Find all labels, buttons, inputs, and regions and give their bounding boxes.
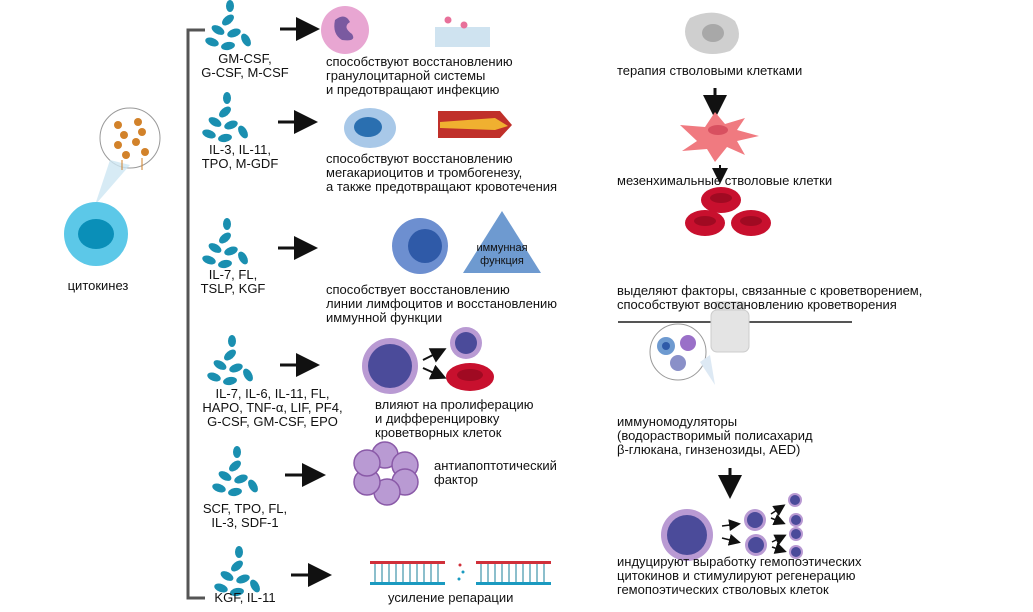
triangle-label: иммунная функция [476,242,528,267]
anti-apoptosis-icon [353,441,419,506]
cytokine-list: GM-CSF, G-CSF, M-CSF [201,51,289,80]
effect-text: способствуют восстановлению гранулоцитар… [326,54,513,97]
effect-text: усиление репарации [388,590,514,605]
cell-proliferation-icon [661,493,803,561]
effect-text: влияют на пролиферацию и дифференцировку… [375,397,534,440]
cytokine-list: KGF, IL-11 [214,590,276,605]
msc-label: мезенхимальные стволовые клетки [617,173,833,188]
protein-icon [201,92,250,144]
cytokinesis-label: цитокинез [67,278,129,293]
factors-label: выделяют факторы, связанные с кроветворе… [617,283,923,312]
protein-icon [204,0,253,52]
bracket [186,28,205,600]
effect-text: способствуют восстановлению мегакариоцит… [326,151,558,194]
cytokine-list: IL-7, FL, TSLP, KGF [200,267,266,296]
bottle-icon [710,301,750,353]
cytokine-list: IL-3, IL-11, TPO, M-GDF [201,142,279,171]
immune-triangle [463,211,541,273]
rbc-group-icon [685,187,771,236]
zoom-bubble [99,107,161,169]
dna-repair-icon [370,561,551,585]
cytokine-list: IL-7, IL-6, IL-11, FL, HAPO, TNF-α, LIF,… [202,386,343,429]
msc-icon [680,112,759,162]
arrow-icons [278,17,332,587]
effect-text: способствует восстановлению линии лимфоц… [326,282,558,325]
protein-icon [211,446,260,498]
protein-icon [206,335,255,387]
induce-label: индуцируют выработку гемопоэтических цит… [617,554,862,597]
stem-therapy-label: терапия стволовыми клетками [617,63,803,78]
effect-text: антиапоптотический фактор [434,458,557,487]
secretion-granules-icon [114,118,149,170]
immunomodulators-label: иммуномодуляторы (водорастворимый полиса… [617,414,813,457]
protein-icon [201,218,250,270]
immune-cells-bubble [649,323,707,381]
tissue-icon [435,27,490,47]
cytokine-list: SCF, TPO, FL, IL-3, SDF-1 [202,501,288,530]
